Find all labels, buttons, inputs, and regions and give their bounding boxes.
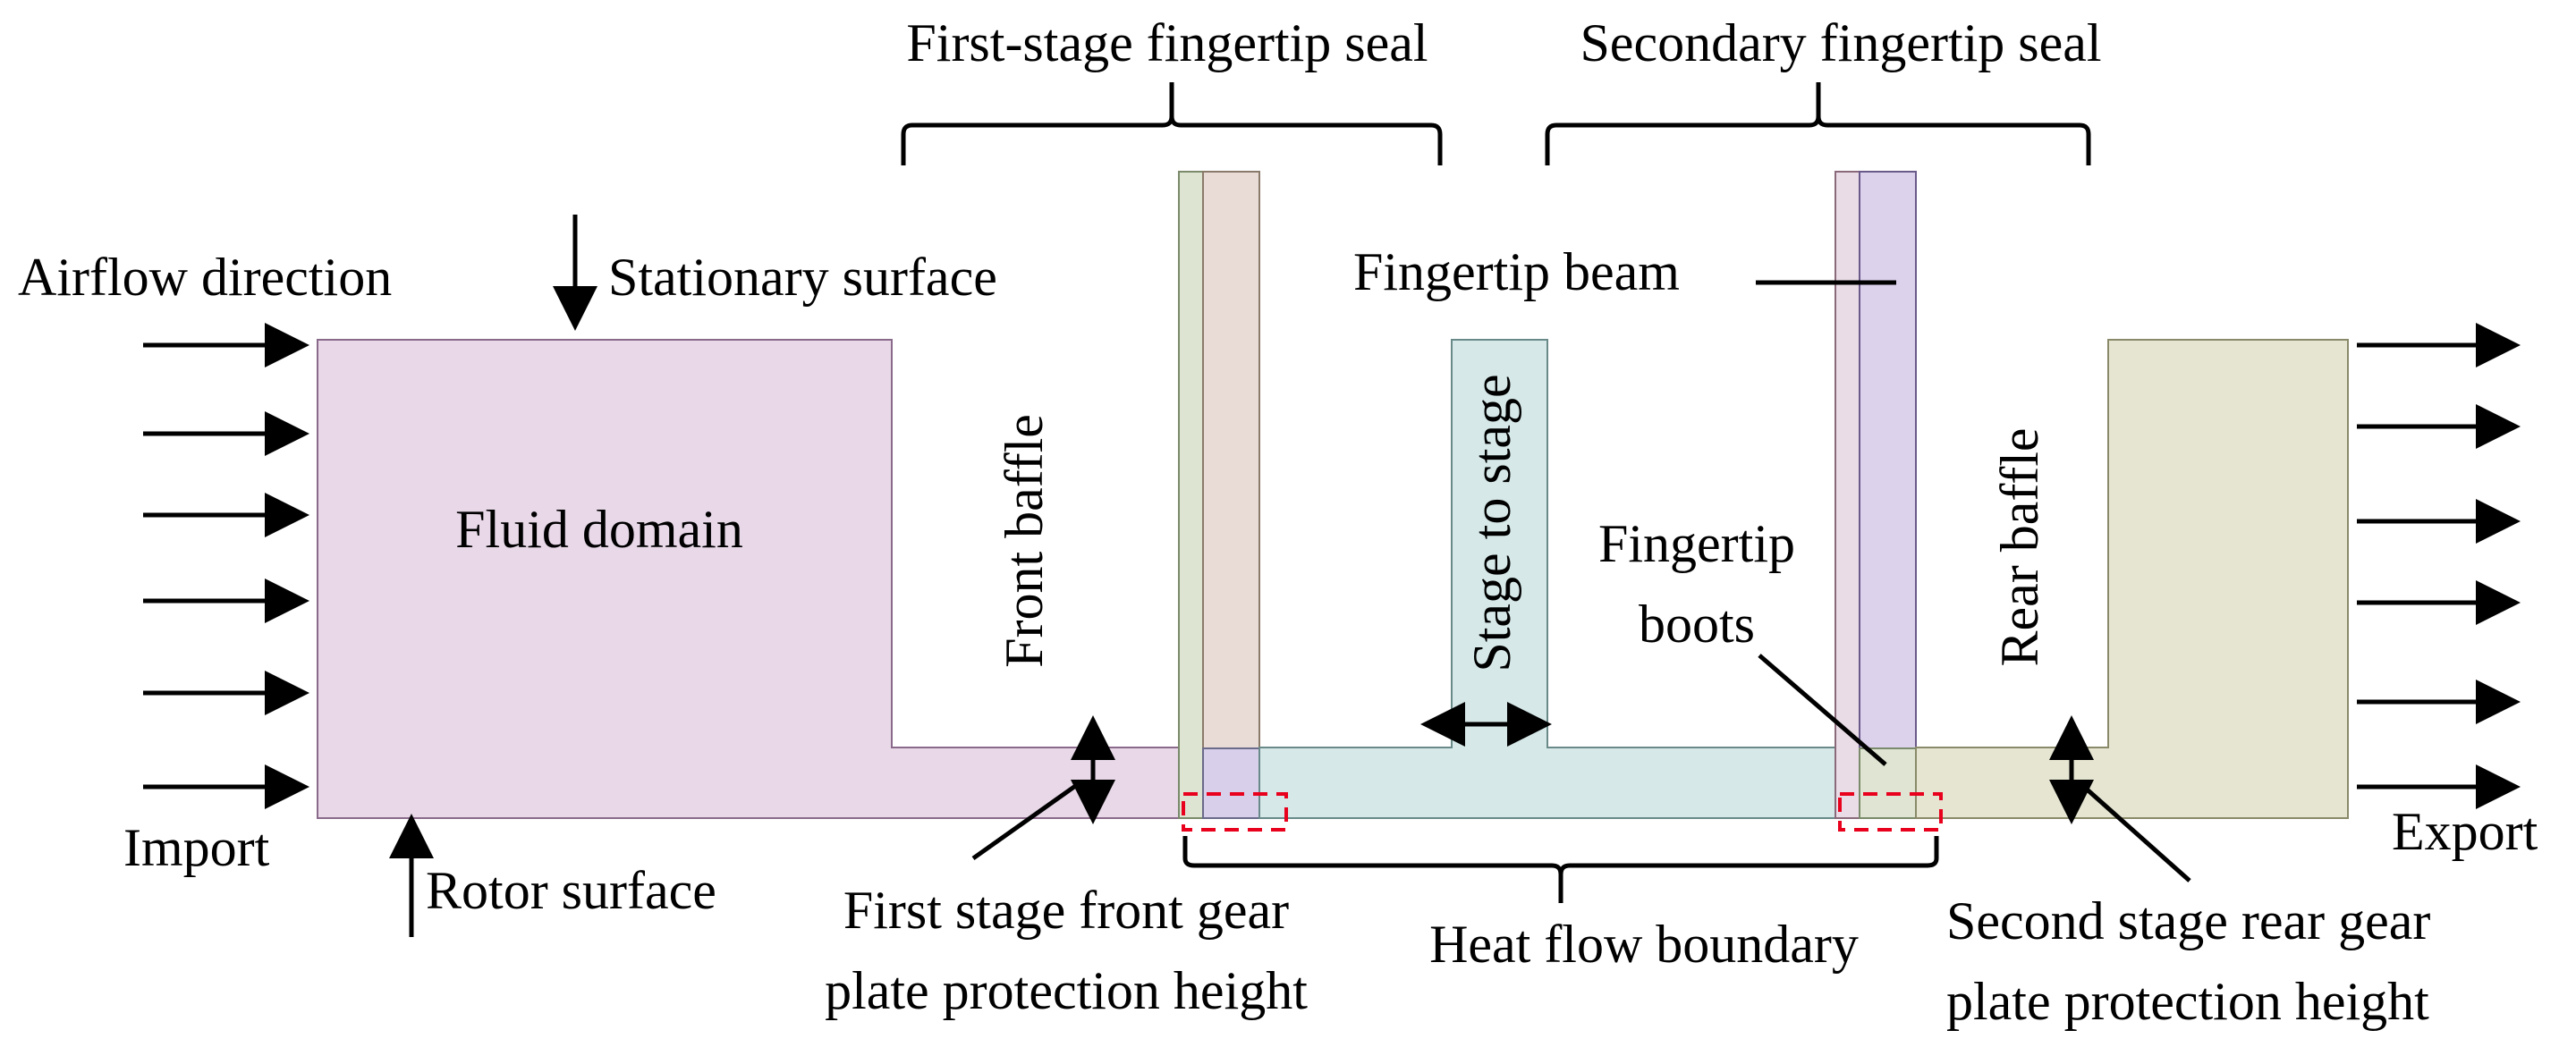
interstage-domain-region [1258,339,1836,819]
rotor-surface-label: Rotor surface [426,861,716,920]
rear-domain-region [1915,339,2349,819]
stationary-surface-label: Stationary surface [608,248,997,307]
first-front-gear-label-line1: First stage front gear [843,881,1289,940]
secondary-brace [1545,82,2091,165]
second-rear-gear-label-line2: plate protection height [1946,972,2429,1031]
fingertip-boots-label-line1: Fingertip [1598,514,1795,573]
fingertip-boots-label-line2: boots [1639,595,1755,654]
airflow-direction-label: Airflow direction [18,248,392,307]
outlet-arrows [2357,323,2521,809]
fingertip-beam-label: Fingertip beam [1353,242,1680,301]
import-label: Import [123,818,270,877]
second-stage-dashed-box [1838,792,1943,832]
first-front-gear-label-line2: plate protection height [825,961,1308,1020]
secondary-fingertip-boot [1859,747,1917,819]
fluid-domain-label: Fluid domain [455,500,743,559]
secondary-front-plate [1835,171,1860,819]
heat-flow-boundary-label: Heat flow boundary [1429,915,1859,974]
fingertip-boots-leader [1758,654,1887,766]
first-stage-brace [901,82,1443,165]
secondary-fingertip-beam [1859,171,1917,749]
rear-baffle-label: Rear baffle [1990,427,2049,666]
export-label: Export [2392,802,2538,861]
first-stage-seal-label: First-stage fingertip seal [906,13,1428,72]
heat-flow-brace [1182,836,1939,903]
front-baffle-label: Front baffle [995,414,1054,668]
first-stage-front-plate [1178,171,1204,819]
second-gear-leader [2082,785,2191,882]
second-rear-gear-label-line1: Second stage rear gear [1946,891,2430,950]
inlet-arrows [143,323,309,809]
first-stage-fingertip-boot [1202,747,1260,819]
first-stage-fingertip-beam [1202,171,1260,749]
first-stage-dashed-box [1182,792,1288,832]
first-gear-leader [971,780,1082,861]
stage-to-stage-label: Stage to stage [1462,374,1521,671]
secondary-seal-label: Secondary fingertip seal [1580,13,2101,72]
